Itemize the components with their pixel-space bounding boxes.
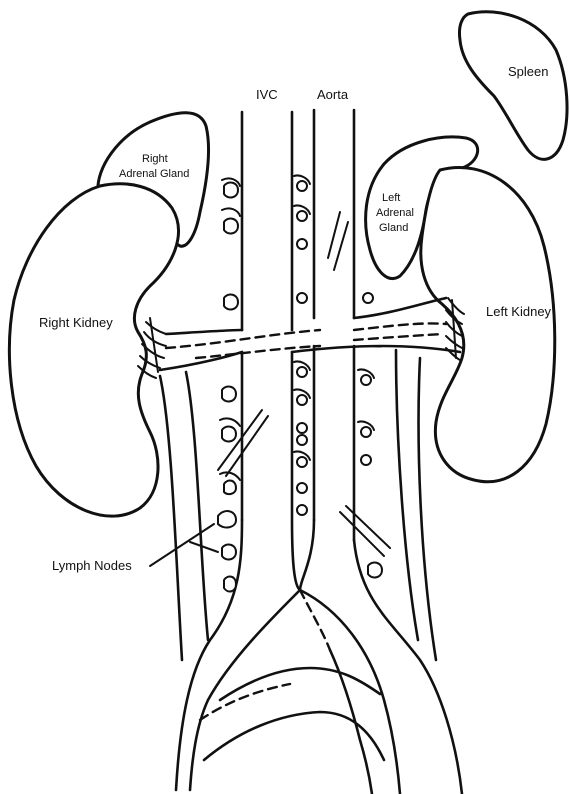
ivc-label: IVC bbox=[256, 87, 278, 102]
aorta-label: Aorta bbox=[317, 87, 349, 102]
renal-artery-dashed-1 bbox=[354, 323, 446, 330]
left-kidney bbox=[421, 167, 555, 481]
right-kidney bbox=[9, 184, 178, 516]
spleen bbox=[459, 12, 567, 160]
lymph-nodes-leader-1 bbox=[150, 524, 214, 566]
iliac-vessels bbox=[176, 520, 462, 794]
right-adrenal-label-line2: Adrenal Gland bbox=[119, 168, 189, 180]
renal-vessel-upper bbox=[166, 330, 242, 334]
spleen-label: Spleen bbox=[508, 64, 548, 79]
left-kidney-label: Left Kidney bbox=[486, 304, 552, 319]
right-adrenal-label-line1: Right bbox=[142, 153, 168, 165]
aorta-vessel bbox=[314, 110, 354, 540]
left-adrenal-label-line3: Gland bbox=[379, 222, 408, 234]
lymph-nodes-leader-2 bbox=[190, 542, 218, 552]
left-adrenal-label-line2: Adrenal bbox=[376, 207, 414, 219]
lymph-nodes-label: Lymph Nodes bbox=[52, 558, 132, 573]
left-adrenal-label-line1: Left bbox=[382, 192, 400, 204]
right-kidney-label: Right Kidney bbox=[39, 315, 113, 330]
renal-artery-dashed-2 bbox=[354, 334, 442, 340]
